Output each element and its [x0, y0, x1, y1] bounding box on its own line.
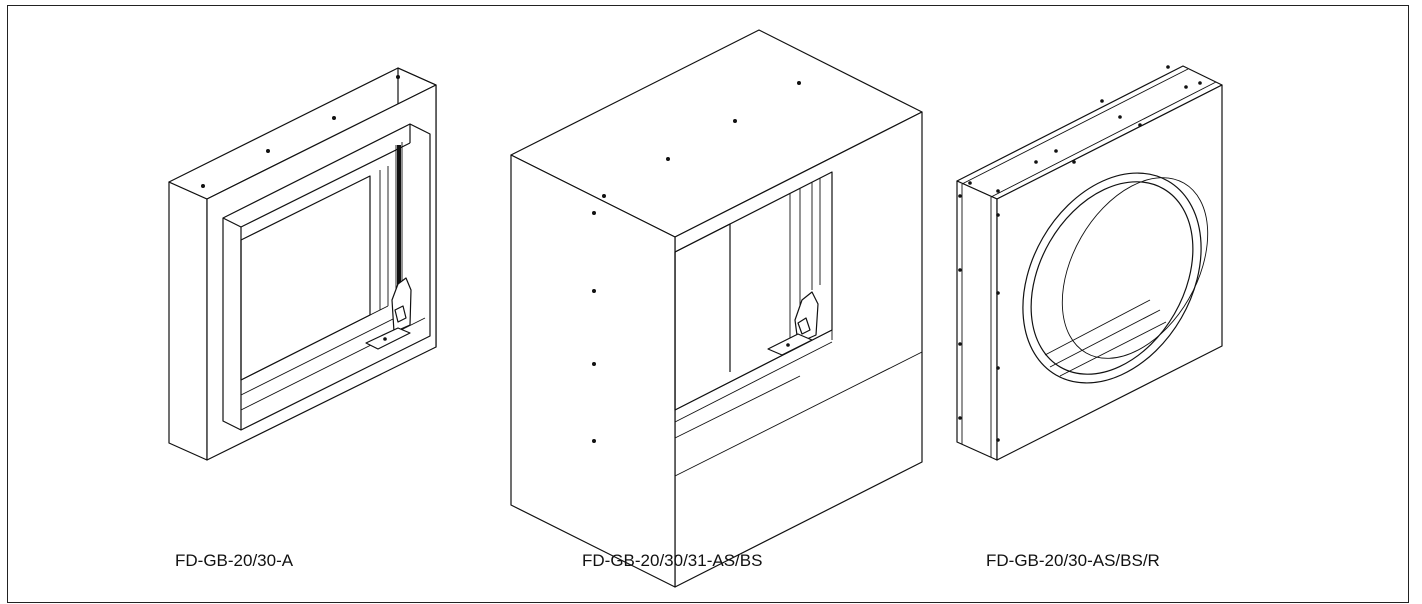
damper-casing-asbs: [510, 29, 923, 588]
label-fd-gb-20-30-as-bs-r: FD-GB-20/30-AS/BS/R: [986, 551, 1160, 570]
damper-frame-a: [168, 67, 437, 461]
label-fd-gb-20-30-31-as-bs: FD-GB-20/30/31-AS/BS: [582, 551, 763, 570]
label-fd-gb-20-30-a: FD-GB-20/30-A: [175, 551, 294, 570]
drawing-frame: [7, 5, 1409, 603]
damper-round-asbs-r: [956, 65, 1223, 461]
